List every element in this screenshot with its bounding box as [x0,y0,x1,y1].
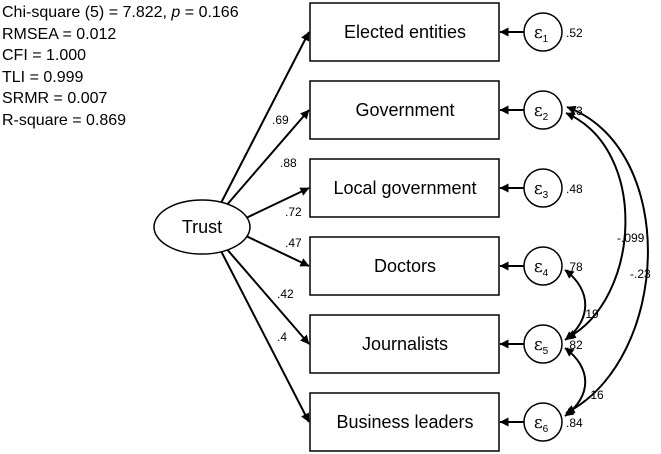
indicator-box-journalists [309,314,500,374]
error-label-6: ε6 [534,413,549,435]
cfi-stat: CFI = 1.000 [2,47,87,64]
error-variance-3: .48 [566,182,583,196]
loading-label-journalists: .47 [285,236,302,250]
indicator-label-government: Government [355,100,454,120]
error-circle-3 [523,168,563,208]
indicator-label-doctors: Doctors [374,256,436,276]
error-variance-4: .78 [566,260,583,274]
trust-latent-ellipse [153,199,251,255]
tli-stat: TLI = 0.999 [2,68,84,86]
indicator-box-local-government [309,158,500,218]
indicator-box-elected [309,2,500,62]
error-circle-6 [523,402,563,442]
indicator-label-business: Business leaders [336,412,473,432]
error-label-4: ε4 [534,257,549,279]
error-circle-4 [523,246,563,286]
indicator-box-business [309,392,500,452]
loading-path-elected [220,31,310,204]
error-variance-2: .23 [566,104,583,118]
loading-path-journalists [224,246,310,345]
chi-square-stat: Chi-square (5) = 7.822, p = 0.166 [2,4,239,21]
covariance-e2-e6 [565,105,649,414]
srmr-stat: SRMR = 0.007 [2,90,108,107]
covariance-label-e2-e6: -.23 [630,267,651,281]
loading-path-doctors [245,235,310,267]
error-label-3: ε3 [534,179,549,201]
loading-label-government: .69 [272,113,289,127]
error-label-2: ε2 [534,101,549,123]
error-label-1: ε1 [534,23,549,45]
error-variance-6: .84 [566,416,583,430]
indicator-box-doctors [309,236,500,296]
loading-label-extra: .4 [277,330,287,344]
error-circle-1 [523,12,563,52]
covariance-e4-e5 [564,269,587,341]
indicator-label-elected: Elected entities [344,22,466,42]
covariance-label-e4-e5: .19 [582,307,599,321]
trust-latent-label: Trust [182,217,222,237]
error-variance-1: .52 [566,26,583,40]
error-circle-5 [523,324,563,364]
loading-path-government [224,109,310,208]
covariance-label-e2-e5: -.099 [617,231,645,245]
covariance-e2-e5 [565,112,627,339]
error-label-5: ε5 [534,335,549,357]
covariance-label-e5-e6: .16 [587,388,604,402]
rmsea-stat: RMSEA = 0.012 [2,25,117,43]
rsquare-stat: R-square = 0.869 [2,111,127,129]
loading-path-business [220,250,310,423]
loading-label-business: .42 [277,287,294,301]
covariance-e5-e6 [564,347,587,417]
indicator-label-local-government: Local government [333,178,476,198]
loading-label-doctors: .72 [285,205,302,219]
indicator-box-government [309,80,500,140]
loading-label-local-government: .88 [280,156,297,170]
error-variance-5: .82 [566,338,583,352]
error-circle-2 [523,90,563,130]
fit-statistics: Chi-square (5) = 7.822, p = 0.166 RMSEA … [2,2,239,131]
indicator-label-journalists: Journalists [362,334,448,354]
loading-path-local-government [245,187,310,219]
